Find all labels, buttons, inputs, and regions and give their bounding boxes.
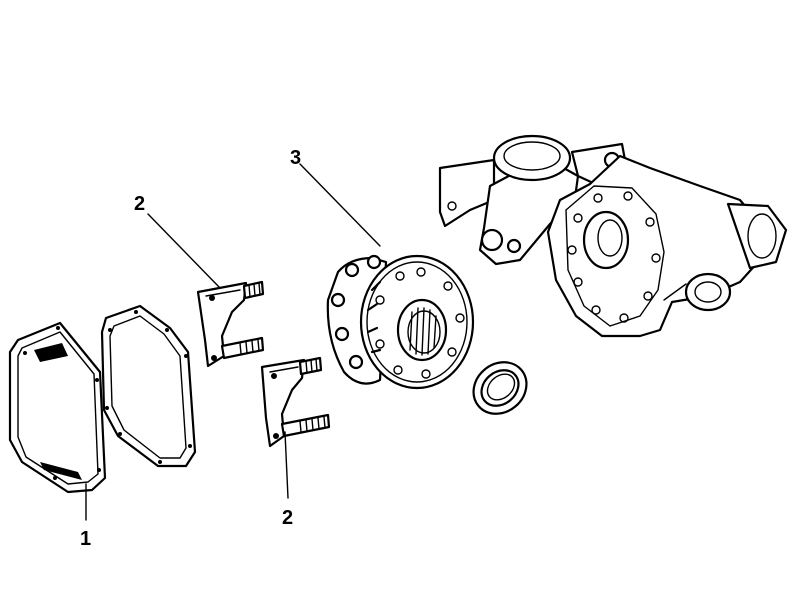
cover-gasket xyxy=(100,304,197,468)
bearing-cap-lower xyxy=(260,356,331,448)
callout-1: 1 xyxy=(80,528,91,550)
bearing-cap-upper xyxy=(196,280,265,368)
callout-2-upper: 2 xyxy=(134,193,145,215)
differential-assembly xyxy=(326,254,475,390)
axle-housing xyxy=(438,134,788,338)
callout-2-lower: 2 xyxy=(282,507,293,529)
rear-cover xyxy=(8,321,107,494)
callout-3: 3 xyxy=(290,147,301,169)
leader-lines xyxy=(85,163,381,521)
oil-seal xyxy=(472,361,528,415)
